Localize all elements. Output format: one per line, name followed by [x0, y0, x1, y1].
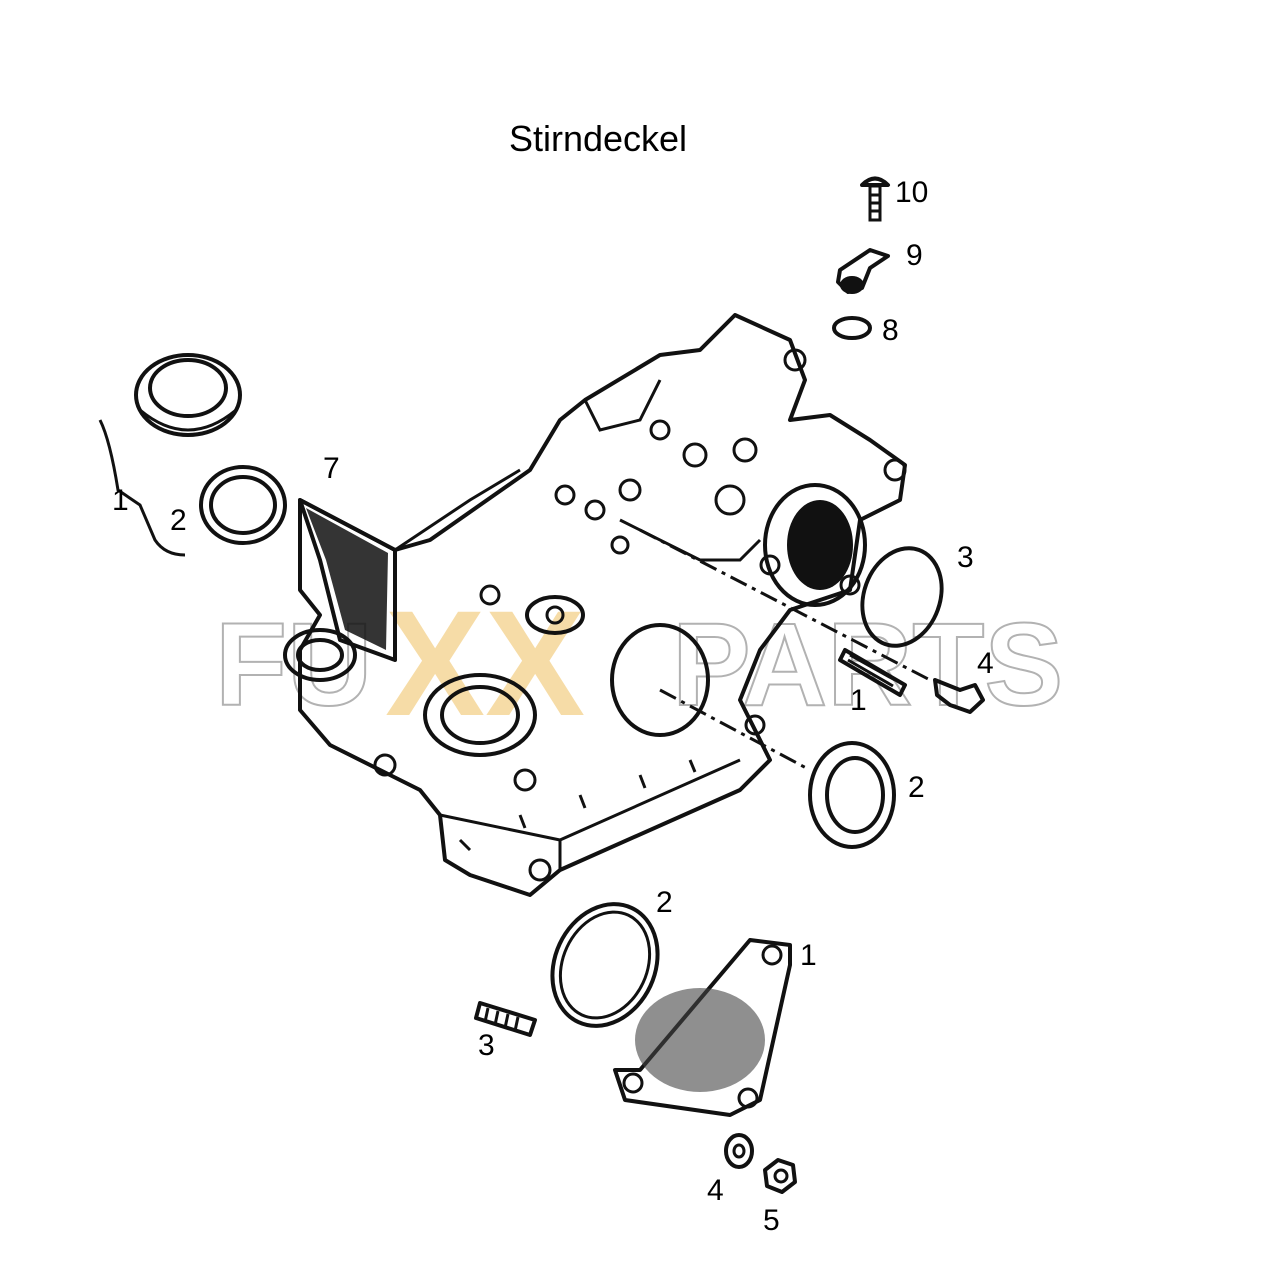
- callout-5-bottom: 5: [763, 1204, 780, 1237]
- seal-2-right: [808, 741, 896, 849]
- ring-2-left: [199, 465, 287, 545]
- callout-1-bottom: 1: [800, 939, 817, 972]
- pin-1-right: [838, 648, 907, 697]
- callout-labels: 10 9 8 3 4 1 2 1 2 7 2 1 3 4 5: [112, 176, 994, 1237]
- diagram-title: Stirndeckel: [508, 118, 688, 159]
- pin-3-bottom: [474, 1001, 537, 1037]
- oring-8: [832, 316, 872, 340]
- callout-7: 7: [323, 452, 340, 485]
- callout-10: 10: [895, 176, 928, 209]
- cover-plate-1-bottom: [613, 938, 792, 1117]
- callout-8: 8: [882, 314, 899, 347]
- callout-4-right: 4: [977, 647, 994, 680]
- callout-3-bottom: 3: [478, 1029, 495, 1062]
- washer-4-bottom: [724, 1133, 754, 1169]
- callout-4-bottom: 4: [707, 1174, 724, 1207]
- callout-3-right: 3: [957, 541, 974, 574]
- callout-2-left: 2: [170, 504, 187, 537]
- callout-9: 9: [906, 239, 923, 272]
- front-cover-housing: [283, 313, 931, 897]
- callout-1-left: 1: [112, 484, 129, 517]
- nut-5-bottom: [763, 1158, 797, 1194]
- callout-2-bottom: 2: [656, 886, 673, 919]
- bolt-4-right: [933, 678, 985, 714]
- screw-10: [860, 176, 890, 222]
- bearing-1-left: [134, 353, 242, 437]
- oring-3-right: [860, 546, 944, 648]
- oring-2-bottom: [550, 902, 660, 1028]
- callout-2-right: 2: [908, 771, 925, 804]
- group-bracket: [98, 419, 186, 557]
- callout-1-right: 1: [850, 684, 867, 717]
- fitting-9: [836, 248, 890, 294]
